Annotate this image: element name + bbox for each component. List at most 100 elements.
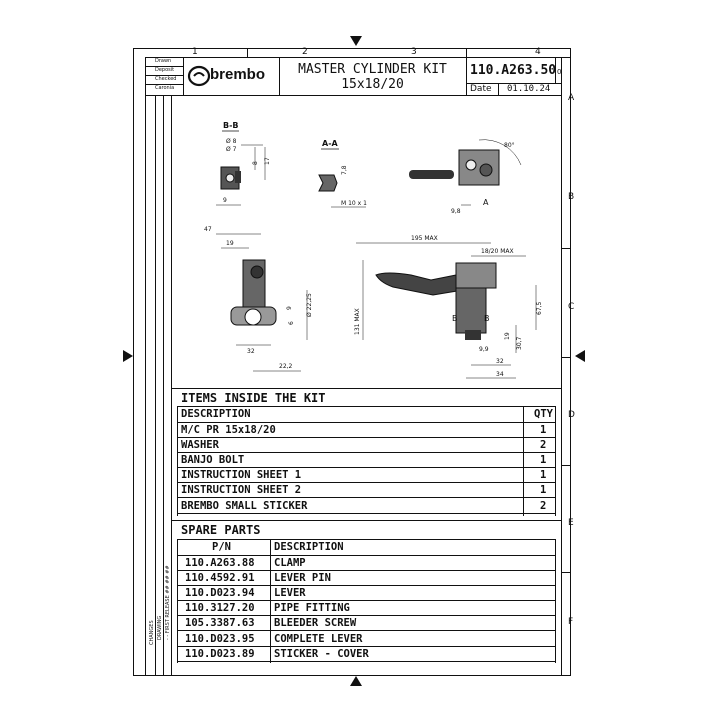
spares-row-description: COMPLETE LEVER (274, 633, 363, 645)
spares-row-description: CLAMP (274, 557, 306, 569)
title-line (145, 84, 183, 85)
dim-v675: 67,5 (536, 301, 543, 315)
zone-tick (561, 357, 571, 358)
dim-v1820: 18/20 MAX (481, 248, 514, 255)
spares-header-description: DESCRIPTION (274, 541, 344, 553)
dim-v19b: 19 (504, 332, 511, 340)
zone-tick (466, 48, 467, 57)
top-view-bore (465, 159, 477, 171)
dim-v8: 8 (252, 161, 259, 165)
drawing-label: DRAWING (157, 615, 163, 640)
zone-d: D (568, 410, 575, 420)
table-col-divider (555, 406, 556, 516)
code-suffix: 0 (557, 68, 562, 76)
zone-4: 4 (535, 47, 541, 57)
center-arrow-bottom (350, 676, 362, 686)
kit-row-description: INSTRUCTION SHEET 1 (181, 469, 302, 481)
title-block-bottom (145, 95, 561, 96)
dim-v17: 17 (264, 157, 271, 165)
front-view-reservoir (250, 265, 264, 279)
kit-row-qty: 1 (540, 484, 547, 496)
title-line-2: 15x18/20 (341, 77, 404, 92)
kit-row-description: WASHER (181, 439, 219, 451)
caronia-label: Caronia (155, 85, 175, 91)
kit-row-qty: 2 (540, 439, 547, 451)
title-block-labels: Drawn Deposit Checked Caronia (145, 57, 183, 95)
first-release-note: - - FIRST RELEASE ## ## ## (165, 565, 171, 640)
spares-row-pn: 110.D023.89 (185, 648, 255, 660)
left-strip (163, 95, 164, 676)
angle-arc (478, 139, 522, 166)
dim-v99: 9,9 (479, 346, 489, 353)
title-line (145, 75, 183, 76)
zone-tick (247, 48, 248, 57)
side-view-body (455, 287, 487, 334)
zone-tick (561, 572, 571, 573)
side-view-clamp (465, 330, 481, 340)
dim-v47: 47 (204, 226, 212, 233)
deposit-label: Deposit (155, 67, 175, 73)
dim-v34: 34 (496, 371, 504, 378)
kit-row: INSTRUCTION SHEET 2 1 (177, 483, 555, 498)
center-arrow-left (123, 350, 133, 362)
spares-row-description: BLEEDER SCREW (274, 617, 357, 629)
zone-strip-right (561, 57, 562, 676)
brembo-logo-mark (187, 65, 211, 87)
kit-row: WASHER 2 (177, 438, 555, 453)
title-line (145, 66, 183, 67)
center-arrow-right (575, 350, 585, 362)
table-divider (177, 555, 555, 556)
title-line (466, 83, 561, 84)
kit-row-qty: 1 (540, 469, 547, 481)
section-bb-screw (235, 171, 241, 183)
table-divider (177, 539, 555, 540)
spares-row: 110.3127.20 PIPE FITTING (177, 601, 555, 616)
table-col-divider (177, 406, 178, 516)
title-line (183, 57, 184, 95)
zone-c: C (568, 302, 575, 312)
dim-v32: 32 (247, 348, 255, 355)
dim-v9: 9 (223, 197, 227, 204)
kit-row-description: INSTRUCTION SHEET 2 (181, 484, 302, 496)
date-value: 01.10.24 (507, 84, 551, 94)
title-line-1: MASTER CYLINDER KIT (298, 62, 447, 77)
drawn-label: Drawn (155, 58, 172, 64)
section-bb-label: B-B (223, 121, 239, 130)
zone-3: 3 (411, 47, 417, 57)
spares-title: SPARE PARTS (181, 523, 261, 537)
kit-row-qty: 2 (540, 500, 547, 512)
front-view-bore (244, 308, 262, 326)
title-line (498, 83, 499, 95)
kit-row-description: BANJO BOLT (181, 454, 245, 466)
section-aa-body (318, 174, 338, 192)
kit-row: INSTRUCTION SHEET 1 1 (177, 468, 555, 483)
label-b-left: B (452, 314, 458, 323)
spares-row-pn: 110.D023.95 (185, 633, 255, 645)
zone-f: F (568, 617, 574, 627)
zone-tick (561, 465, 571, 466)
kit-header-description: DESCRIPTION (181, 408, 251, 420)
table-divider (177, 406, 555, 407)
zone-a: A (568, 93, 575, 103)
table-col-divider (555, 539, 556, 663)
dim-angle: 80° (504, 142, 515, 149)
spares-row-description: PIPE FITTING (274, 602, 350, 614)
handlebar-grip (409, 170, 454, 179)
dim-v131: 131 MAX (354, 308, 361, 335)
spares-row-pn: 110.3127.20 (185, 602, 255, 614)
kit-row-description: M/C PR 15x18/20 (181, 424, 276, 436)
left-strip (155, 95, 156, 676)
dim-m10: M 10 x 1 (341, 200, 367, 207)
spares-row-pn: 110.D023.94 (185, 587, 255, 599)
spares-row-pn: 110.4592.91 (185, 572, 255, 584)
drawing-code: 110.A263.50 (470, 63, 557, 78)
dim-v98: 9,8 (451, 208, 461, 215)
section-bb-bore (225, 173, 235, 183)
kit-row-qty: 1 (540, 424, 547, 436)
table-divider (177, 422, 555, 423)
